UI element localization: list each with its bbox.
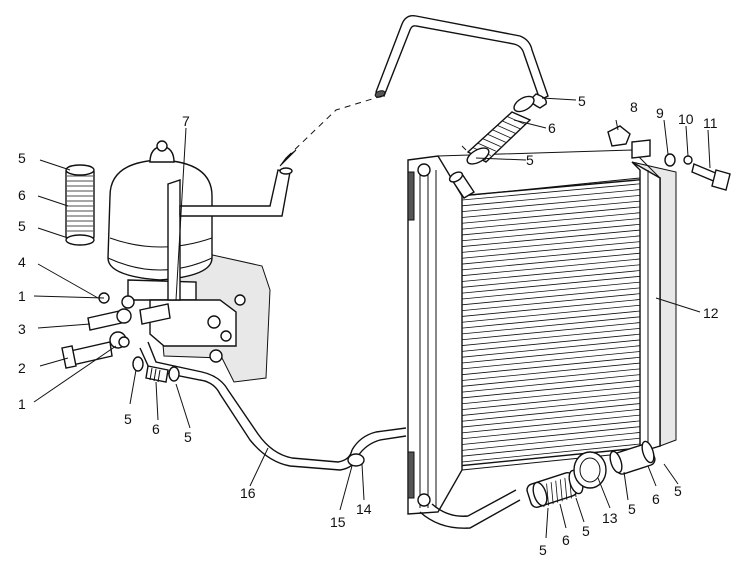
callout-15: 15 <box>330 514 346 530</box>
callout-5: 5 <box>582 523 590 539</box>
callout-5: 5 <box>124 411 132 427</box>
callout-6: 6 <box>18 187 26 203</box>
filter-hose-assembly <box>65 164 95 246</box>
callout-7: 7 <box>182 113 190 129</box>
callout-1: 1 <box>18 288 26 304</box>
callout-9: 9 <box>656 105 664 121</box>
callout-5: 5 <box>18 218 26 234</box>
callout-6: 6 <box>562 532 570 548</box>
callout-5: 5 <box>628 501 636 517</box>
callout-12: 12 <box>703 305 719 321</box>
callout-5: 5 <box>18 150 26 166</box>
callout-13: 13 <box>602 510 618 526</box>
leader-lines <box>33 97 711 539</box>
callout-5: 5 <box>578 93 586 109</box>
callout-10: 10 <box>678 111 694 127</box>
callout-6: 6 <box>152 421 160 437</box>
banjo-fittings <box>61 292 135 369</box>
callout-4: 4 <box>18 254 26 270</box>
top-inlet-pipe <box>448 171 475 199</box>
callout-14: 14 <box>356 501 372 517</box>
callout-6: 6 <box>548 120 556 136</box>
callout-16: 16 <box>240 485 256 501</box>
callout-2: 2 <box>18 360 26 376</box>
filter-hose-ribs <box>67 175 93 232</box>
flow-direction-arrow <box>285 95 383 159</box>
callout-3: 3 <box>18 321 26 337</box>
callout-5: 5 <box>526 152 534 168</box>
mounting-hardware <box>607 125 731 191</box>
callout-5: 5 <box>539 542 547 558</box>
callout-6: 6 <box>652 491 660 507</box>
callout-11: 11 <box>703 115 718 131</box>
upper-hose-assembly <box>374 14 549 165</box>
callout-8: 8 <box>630 99 638 115</box>
oil-cooler-radiator <box>407 149 677 515</box>
callout-1: 1 <box>18 396 26 412</box>
radiator-core-fins <box>461 181 661 463</box>
lower-outlet-hose <box>132 341 407 471</box>
callout-5: 5 <box>674 483 682 499</box>
oil-filter-housing <box>107 140 293 383</box>
callout-numbers: 1 1 2 3 4 5 5 5 5 5 5 5 5 5 5 6 6 6 6 6 … <box>18 93 719 558</box>
callout-5: 5 <box>184 429 192 445</box>
